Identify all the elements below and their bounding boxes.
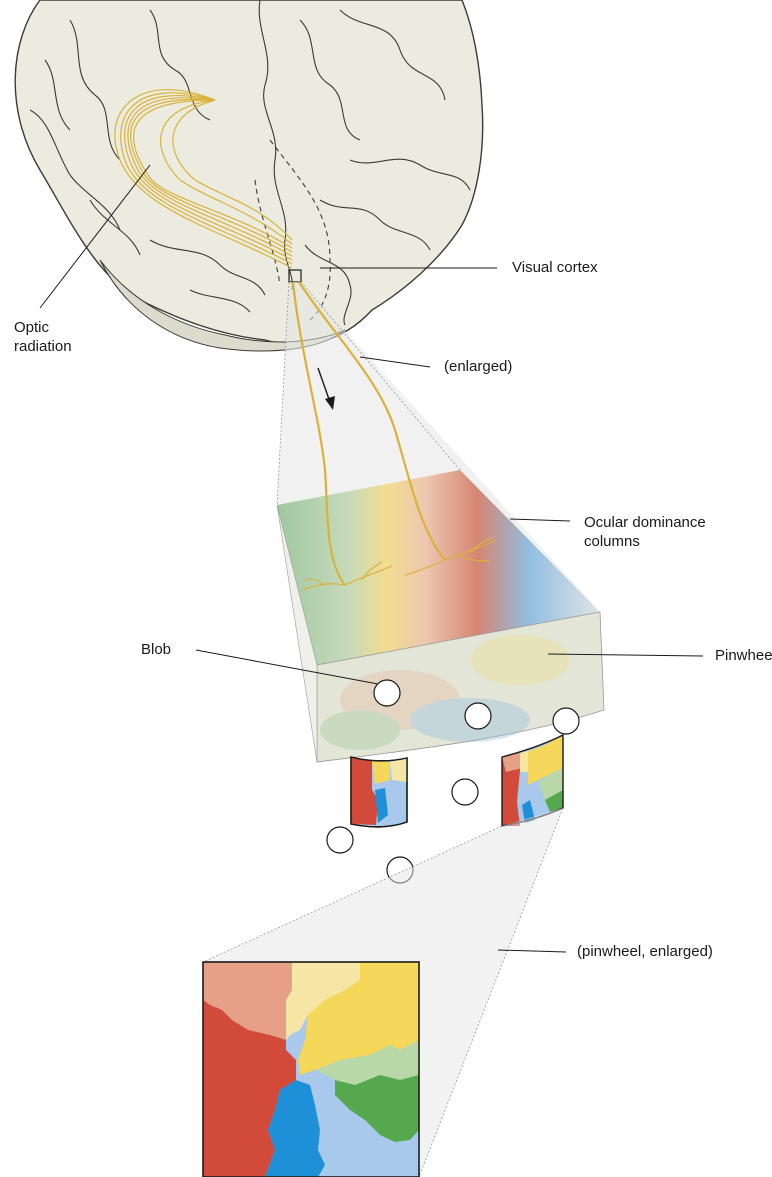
optic-radiation-label-line2: radiation — [14, 337, 94, 356]
pinwheel-small-left — [351, 757, 407, 827]
blob-circle — [452, 779, 478, 805]
pinwheel-enlarged — [203, 962, 419, 1177]
visual-cortex-label: Visual cortex — [512, 258, 598, 277]
leader-pin-enlarged — [498, 950, 566, 952]
blob-circle — [553, 708, 579, 734]
blob-circle — [327, 827, 353, 853]
brain-outline — [15, 0, 482, 345]
blob-circle — [465, 703, 491, 729]
brain-illustration — [15, 0, 482, 351]
ocular-dominance-label-line1: Ocular dominance — [584, 513, 754, 532]
pinwheel-label: Pinwheel — [715, 646, 772, 665]
optic-radiation-label: Optic radiation — [14, 318, 94, 356]
ocular-dominance-label-line2: columns — [584, 532, 754, 551]
pinwheel-enlarged-label: (pinwheel, enlarged) — [577, 942, 713, 961]
enlarged-label: (enlarged) — [444, 357, 512, 376]
blob-label: Blob — [141, 640, 171, 659]
ocular-dominance-label: Ocular dominance columns — [584, 513, 754, 551]
leader-ocular — [510, 519, 570, 521]
optic-radiation-label-line1: Optic — [14, 318, 94, 337]
